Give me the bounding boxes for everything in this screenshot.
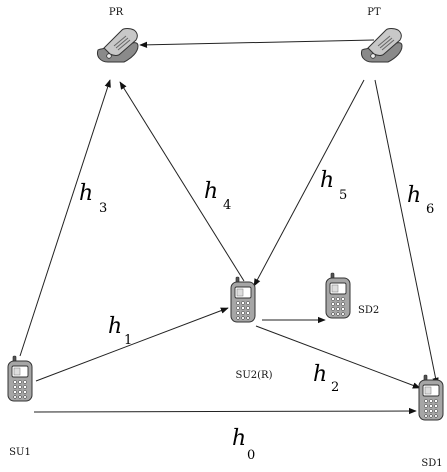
svg-text:5: 5 (339, 188, 347, 203)
channel-label-h1: h 1 (108, 314, 132, 348)
node-SU2: SU2(R) (230, 276, 273, 381)
channel-label-h2: h 2 (313, 362, 339, 395)
channel-link-h2 (255, 325, 421, 389)
node-label-SU1: SU1 (9, 447, 31, 458)
channel-label-h0: h 0 (232, 426, 255, 463)
svg-text:0: 0 (247, 448, 255, 463)
svg-text:h: h (320, 168, 334, 193)
mobile-phone-icon (418, 374, 444, 421)
node-label-PR: PR (109, 7, 124, 18)
flip-phone-icon (360, 28, 403, 63)
channel-link-h0 (33, 407, 417, 415)
node-label-SD2: SD2 (358, 305, 379, 316)
channel-label-h4: h 4 (204, 179, 231, 213)
channel-label-h6: h 6 (407, 183, 434, 217)
mobile-phone-icon (325, 272, 351, 319)
node-SD2: SD2 (325, 272, 379, 319)
channel-link-h5 (253, 79, 365, 287)
channel-link-h6 (374, 79, 439, 386)
svg-text:h: h (407, 183, 421, 208)
node-PT: PT (360, 7, 403, 63)
channel-label-h3: h 3 (79, 181, 107, 216)
svg-text:4: 4 (223, 198, 231, 213)
node-SD1: SD1 (418, 374, 444, 469)
svg-text:6: 6 (426, 202, 434, 217)
node-label-PT: PT (367, 7, 381, 18)
channel-label-h5: h 5 (320, 168, 347, 203)
channel-link-h1 (35, 307, 229, 382)
node-SU1: SU1 (7, 355, 33, 458)
links-layer (19, 39, 439, 415)
node-label-SD1: SD1 (421, 458, 442, 469)
svg-text:3: 3 (99, 201, 107, 216)
node-label-SU2: SU2(R) (236, 370, 273, 381)
mobile-phone-icon (7, 355, 33, 402)
link-PT-to-PR (139, 39, 375, 49)
svg-text:1: 1 (124, 333, 132, 348)
svg-text:h: h (313, 362, 327, 387)
mobile-phone-icon (230, 276, 256, 323)
svg-text:2: 2 (331, 380, 339, 395)
flip-phone-icon (96, 28, 139, 63)
node-PR: PR (96, 7, 139, 63)
channel-link-h4 (119, 81, 245, 282)
svg-text:h: h (108, 314, 122, 339)
svg-text:h: h (232, 426, 246, 451)
channel-link-h3 (19, 79, 111, 357)
svg-text:h: h (79, 181, 93, 206)
svg-text:h: h (204, 179, 218, 204)
